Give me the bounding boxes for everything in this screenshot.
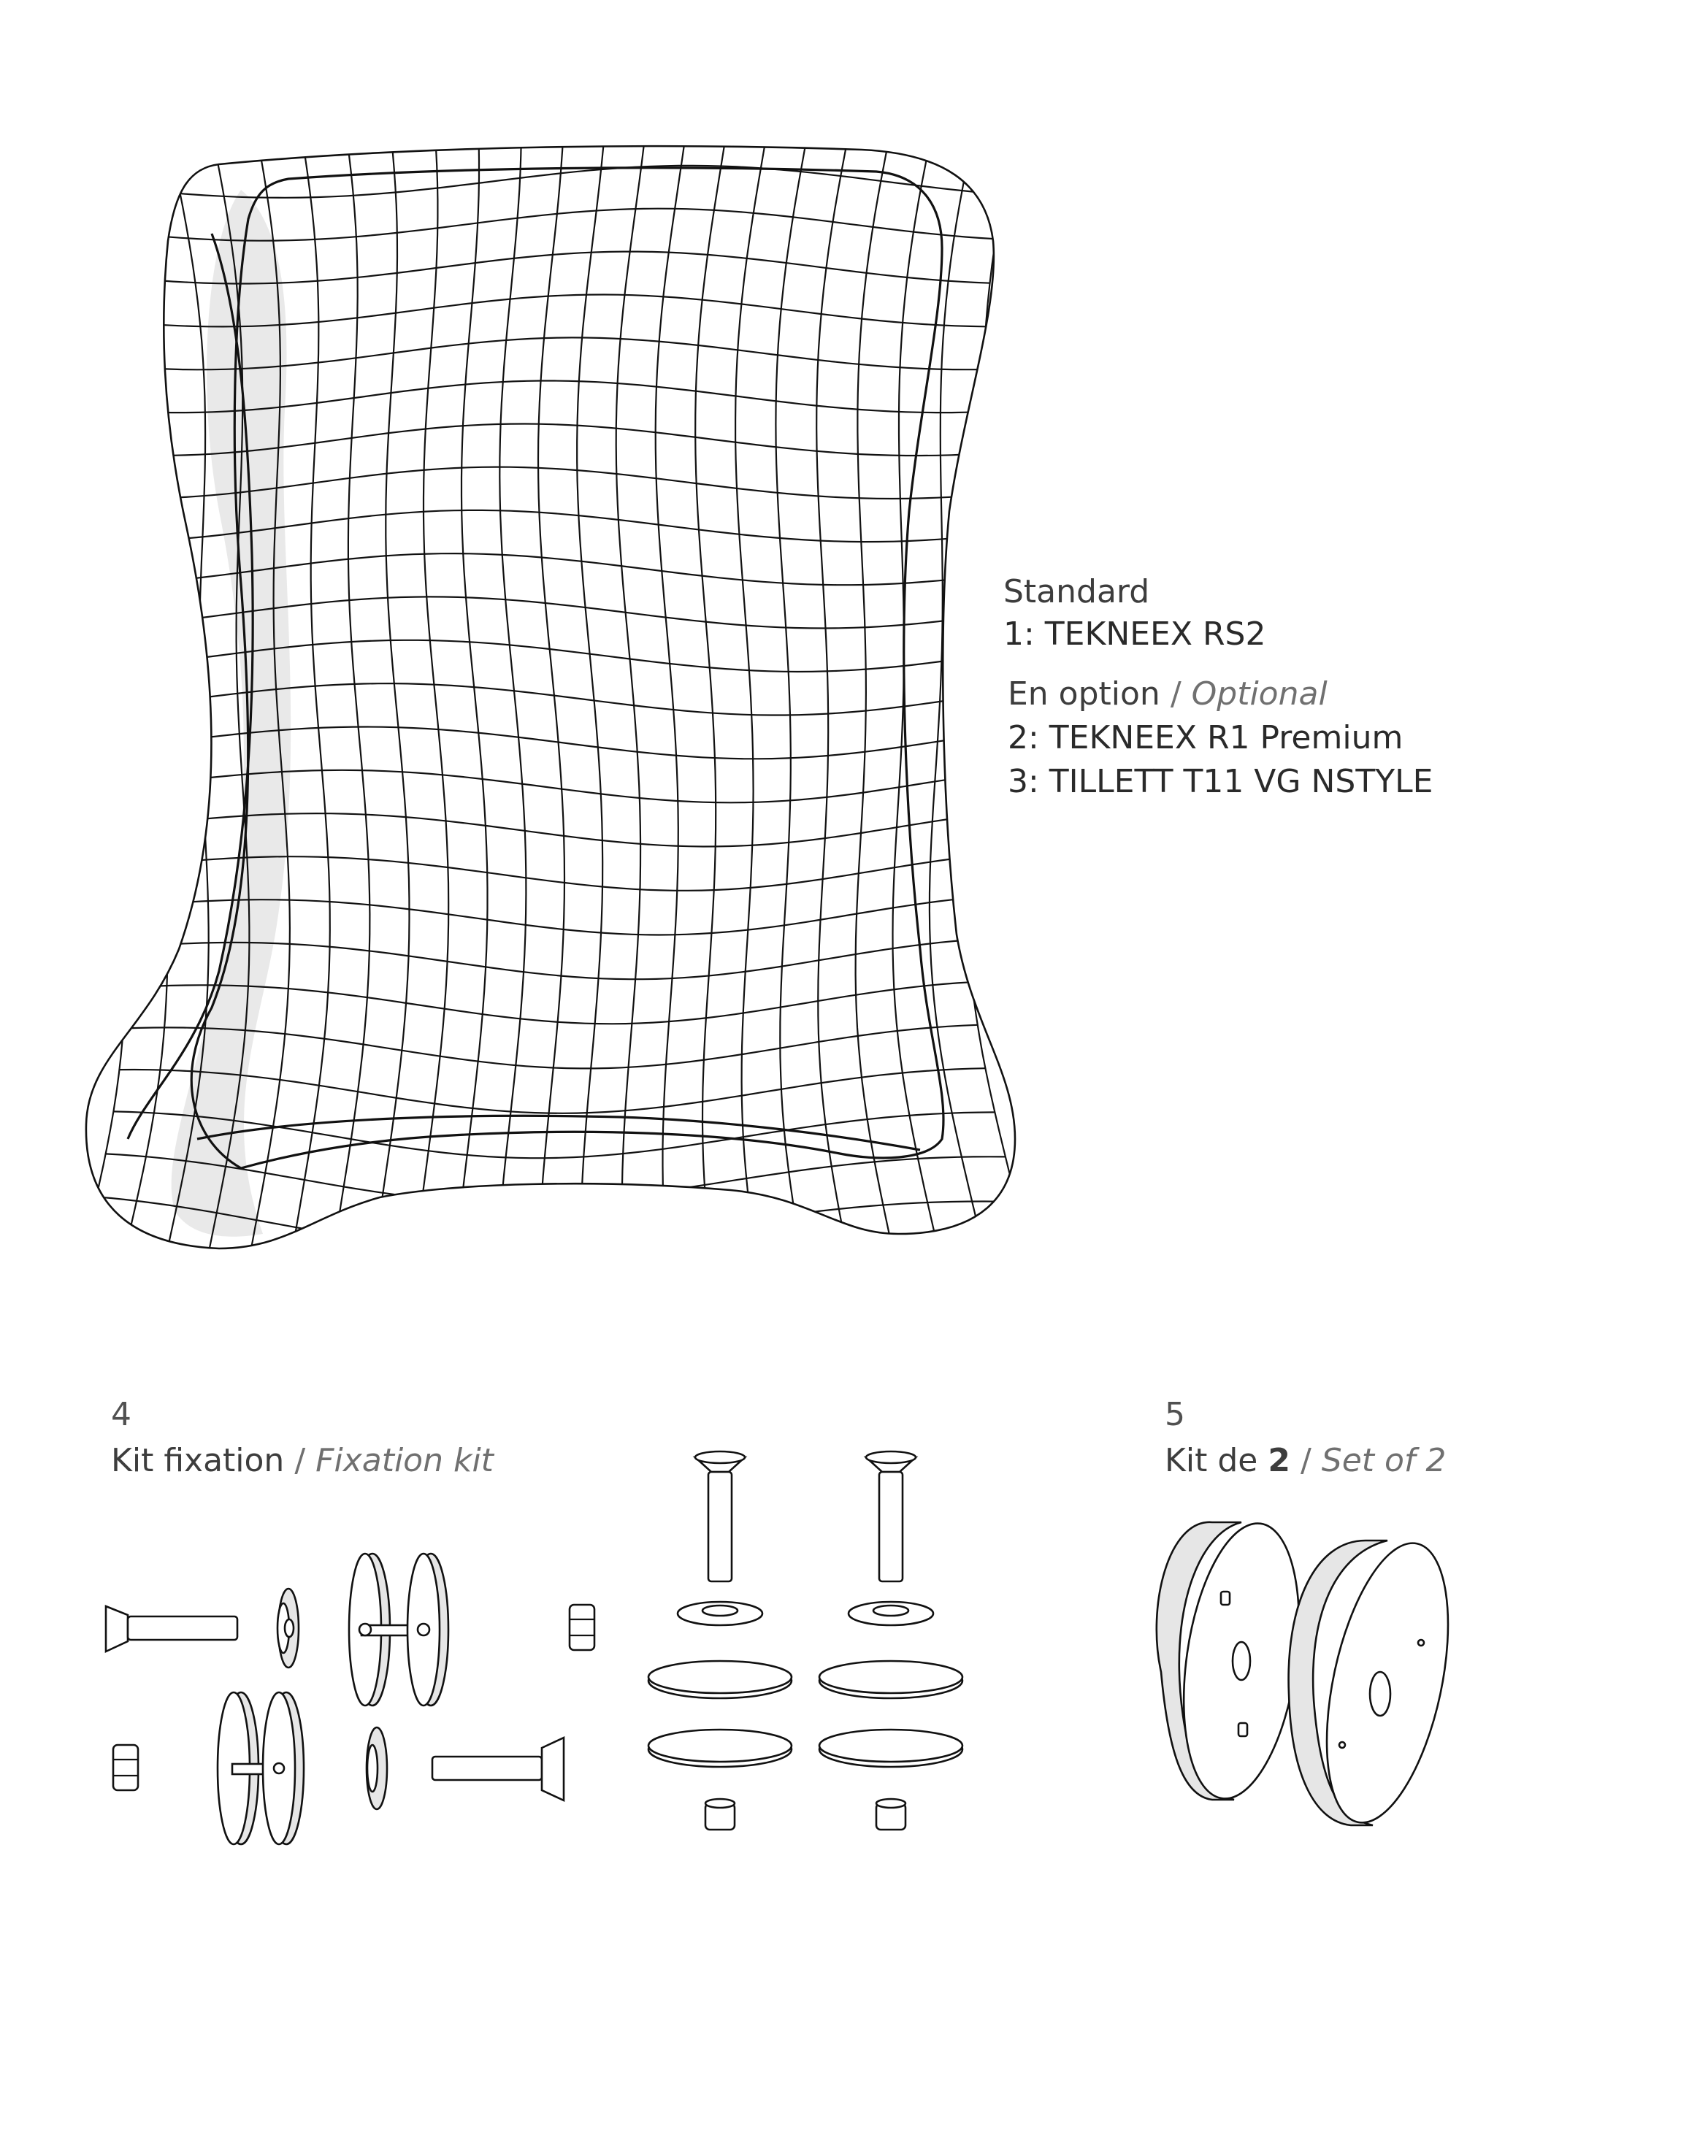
option-label-en: Optional bbox=[1191, 675, 1328, 713]
spacer-disc-icon bbox=[1287, 1539, 1449, 1827]
seat-mesh-line bbox=[111, 250, 990, 285]
seat-mesh-line bbox=[126, 939, 968, 981]
seat-mesh-line bbox=[126, 981, 972, 1025]
spacer-label-en: Set of 2 bbox=[1321, 1442, 1447, 1479]
seat-mesh-line bbox=[119, 294, 986, 328]
fixation-separator: / bbox=[294, 1442, 306, 1479]
seat-item-2: 2: TEKNEEX R1 Premium bbox=[1008, 719, 1403, 756]
seat-mesh-line bbox=[129, 552, 982, 586]
bolt-stack-right bbox=[818, 1450, 964, 1831]
fixation-label-en: Fixation kit bbox=[315, 1442, 494, 1479]
seat-mesh-line bbox=[91, 164, 1003, 199]
seat-mesh-line bbox=[123, 682, 977, 716]
seat-mesh-line bbox=[126, 897, 967, 936]
seat-mesh-line bbox=[125, 856, 967, 891]
bolt-icon bbox=[431, 1735, 565, 1803]
seat-mesh-line bbox=[125, 639, 979, 673]
spacer-disc-icon bbox=[1155, 1521, 1301, 1801]
spacer-set-number: 5 bbox=[1165, 1396, 1185, 1433]
option-separator: / bbox=[1170, 675, 1182, 713]
seat-mesh-line bbox=[126, 596, 981, 629]
seat-standard-label: Standard bbox=[1003, 573, 1150, 610]
seat-mesh-line bbox=[130, 509, 982, 543]
seat-mesh-line bbox=[113, 1110, 995, 1159]
nut-icon bbox=[112, 1743, 139, 1792]
seat-mesh-line bbox=[123, 1024, 978, 1070]
spacer-disc-icon bbox=[348, 1552, 450, 1707]
seat-mesh-line bbox=[123, 726, 974, 760]
fixation-kit-number: 4 bbox=[111, 1396, 131, 1433]
spacer-disc-icon bbox=[216, 1691, 305, 1846]
seat-item-1: 1: TEKNEEX RS2 bbox=[1003, 615, 1266, 653]
fixation-kit-label: Kit fixation / Fixation kit bbox=[111, 1440, 494, 1482]
seat-item-3: 3: TILLETT T11 VG NSTYLE bbox=[1008, 763, 1433, 800]
seat-mesh-line bbox=[119, 1067, 986, 1114]
bolt-stack-left bbox=[647, 1450, 793, 1831]
spacer-set-label: Kit de 2 / Set of 2 bbox=[1165, 1440, 1446, 1482]
seat-mesh-line bbox=[129, 380, 983, 414]
option-label-fr: En option bbox=[1008, 675, 1160, 713]
nut-icon bbox=[568, 1603, 596, 1651]
seat-mesh-line bbox=[131, 466, 982, 500]
seat-outline bbox=[85, 145, 1016, 1250]
washer-icon bbox=[276, 1587, 300, 1669]
seat-mesh-line bbox=[125, 337, 984, 371]
spacer-label-fr-b: 2 bbox=[1268, 1442, 1290, 1479]
fixation-label-fr: Kit fixation bbox=[111, 1442, 285, 1479]
spacer-label-fr-a: Kit de bbox=[1165, 1442, 1268, 1479]
seat-mesh-line bbox=[124, 812, 968, 848]
bolt-icon bbox=[104, 1605, 239, 1654]
seat-option-label: En option / Optional bbox=[1008, 673, 1328, 716]
spacer-separator: / bbox=[1300, 1442, 1311, 1479]
seat-mesh-line bbox=[131, 423, 982, 457]
seat-mesh-line bbox=[102, 207, 996, 242]
seat-mesh-line bbox=[123, 769, 971, 804]
washer-icon bbox=[365, 1726, 388, 1811]
